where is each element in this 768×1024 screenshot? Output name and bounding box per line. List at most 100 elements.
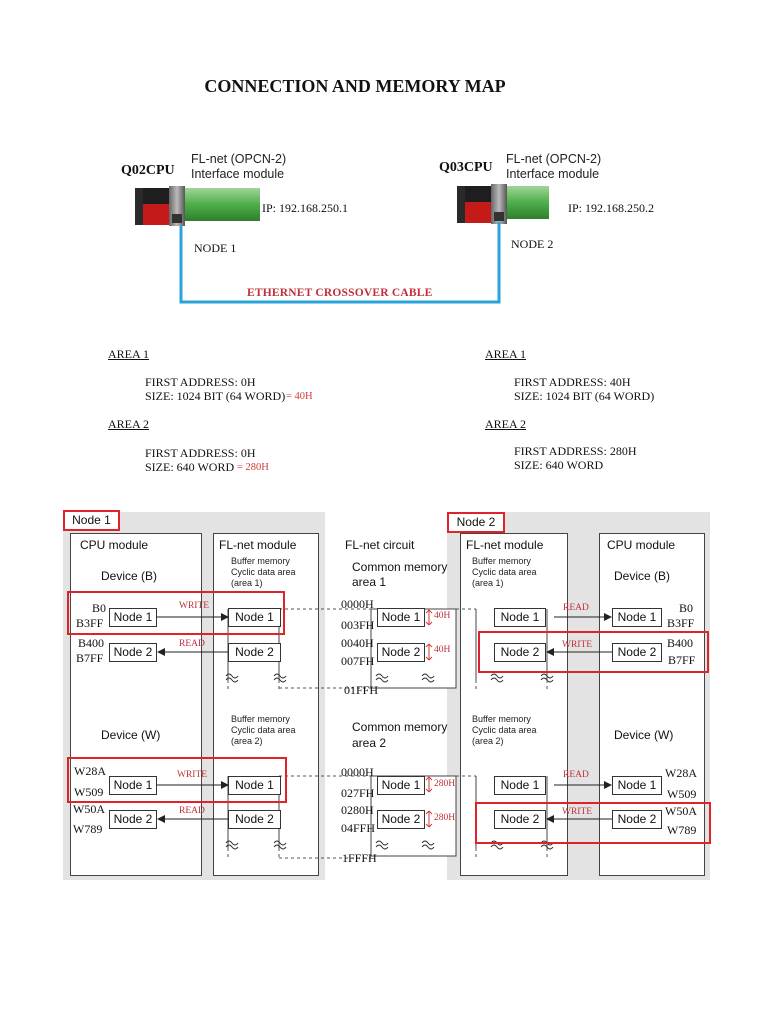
node1-area2-write: WRITE (177, 770, 208, 780)
node2-buffer-area1-node2: Node 2 (494, 643, 546, 662)
common-addr-007f: 007FH (341, 654, 375, 668)
node2-area1-read: READ (563, 603, 589, 613)
node1-buffer-area2-node2: Node 2 (228, 810, 281, 829)
left-cpu-name: Q02CPU (121, 163, 175, 178)
left-area2-note: = 280H (237, 462, 269, 473)
common-area1-size-node2: 40H (434, 645, 451, 655)
node1-cpu-area2-node1: Node 1 (109, 776, 157, 795)
node1-cpu-area2-node2: Node 2 (109, 810, 157, 829)
left-area1-size: SIZE: 1024 BIT (64 WORD) (145, 389, 286, 403)
common-area2-node1: Node 1 (377, 776, 425, 795)
node2-buffer-area1-label: Buffer memory Cyclic data area (area 1) (472, 556, 537, 589)
buffer-memory-text: Buffer memory (231, 714, 290, 724)
right-area2-size: SIZE: 640 WORD (514, 458, 604, 472)
node1-area2-read: READ (179, 806, 205, 816)
common-addr-0040: 0040H (341, 636, 374, 650)
node2-device-b: Device (B) (614, 569, 671, 583)
cyclic-data-area-text: Cyclic data area (231, 567, 296, 577)
addr-left-b7ff: B7FF (76, 651, 104, 665)
left-area1-title: AREA 1 (108, 347, 150, 361)
flnet-circuit-header: FL-net circuit (345, 538, 415, 552)
node2-tag: Node 2 (447, 512, 505, 533)
addr-right-w509: W509 (667, 787, 697, 801)
node1-buffer-area1-node2: Node 2 (228, 643, 281, 662)
node2-area1-write: WRITE (562, 640, 593, 650)
node2-area2-read: READ (563, 770, 589, 780)
common-addr-0000: 0000H (341, 597, 374, 611)
left-module-line2: Interface module (191, 167, 285, 181)
right-area1-size: SIZE: 1024 BIT (64 WORD) (514, 389, 655, 403)
right-area1-title: AREA 1 (485, 347, 527, 361)
left-module-line1: FL-net (OPCN-2) (191, 152, 287, 166)
node2-area2-write: WRITE (562, 807, 593, 817)
node2-area1-write-highlight (478, 631, 709, 673)
common-addr-01ff: 01FFH (344, 683, 379, 697)
node1-buffer-area1-label: Buffer memory Cyclic data area (area 1) (231, 556, 296, 589)
right-area1-first: FIRST ADDRESS: 40H (514, 375, 631, 389)
addr-right-w50a: W50A (665, 804, 697, 818)
common-addr-0000-area2: 0000H (341, 765, 374, 779)
addr-right-b400: B400 (667, 636, 694, 650)
cyclic-data-area-text: Cyclic data area (231, 725, 296, 735)
page-title: CONNECTION AND MEMORY MAP (204, 76, 506, 96)
area1-text: area 1 (352, 575, 387, 589)
area-paren-text: (area 1) (231, 578, 263, 588)
common-addr-1fff: 1FFFH (342, 851, 377, 865)
left-area2-size: SIZE: 640 WORD (145, 460, 235, 474)
right-module-line2: Interface module (506, 167, 600, 181)
common-memory-area1-label: Common memory area 1 (352, 560, 447, 590)
common-area2-node2: Node 2 (377, 810, 425, 829)
node1-cpu-area1-node1: Node 1 (109, 608, 157, 627)
area2-text: area 2 (352, 736, 387, 750)
addr-left-w28a: W28A (74, 764, 106, 778)
right-ip: IP: 192.168.250.2 (568, 201, 655, 215)
node1-area1-write-highlight (67, 591, 285, 635)
buffer-memory-text: Buffer memory (472, 556, 531, 566)
node2-flnet-header: FL-net module (466, 538, 544, 552)
node1-cpu-area1-node2: Node 2 (109, 643, 157, 662)
left-module-label: FL-net (OPCN-2) Interface module (191, 152, 286, 182)
buffer-memory-text: Buffer memory (231, 556, 290, 566)
addr-left-b400: B400 (78, 636, 105, 650)
node1-area1-write: WRITE (179, 601, 210, 611)
cyclic-data-area-text: Cyclic data area (472, 567, 537, 577)
addr-left-w50a: W50A (73, 802, 105, 816)
common-addr-0280: 0280H (341, 803, 374, 817)
left-plc-image (135, 186, 260, 226)
addr-right-b3ff: B3FF (667, 616, 695, 630)
node1-device-w: Device (W) (101, 728, 161, 742)
common-addr-04ff: 04FFH (341, 821, 376, 835)
node2-cpu-area2-node1: Node 1 (612, 776, 662, 795)
ethernet-cable (179, 222, 501, 304)
node1-buffer-area2-label: Buffer memory Cyclic data area (area 2) (231, 714, 296, 747)
node1-cpu-header: CPU module (80, 538, 149, 552)
left-node-label: NODE 1 (194, 241, 237, 255)
addr-right-w789: W789 (667, 823, 697, 837)
node2-buffer-area2-label: Buffer memory Cyclic data area (area 2) (472, 714, 537, 747)
node2-buffer-area1-node1: Node 1 (494, 608, 546, 627)
addr-left-b3ff: B3FF (76, 616, 104, 630)
common-area2-size-node1: 280H (434, 779, 456, 789)
cyclic-data-area-text: Cyclic data area (472, 725, 537, 735)
node1-buffer-area2-node1: Node 1 (228, 776, 281, 795)
node2-area2-write-highlight (475, 802, 711, 844)
common-area1-size-node1: 40H (434, 611, 451, 621)
node2-cpu-header: CPU module (607, 538, 676, 552)
buffer-memory-text: Buffer memory (472, 714, 531, 724)
addr-left-w509: W509 (74, 785, 104, 799)
addr-left-w789: W789 (73, 822, 103, 836)
common-memory-text: Common memory (352, 720, 448, 734)
node1-area1-read: READ (179, 639, 205, 649)
right-area2-title: AREA 2 (485, 417, 527, 431)
node2-cpu-area1-node1: Node 1 (612, 608, 662, 627)
node2-cpu-area1-node2: Node 2 (612, 643, 662, 662)
area-paren-text: (area 2) (472, 736, 504, 746)
left-area1-first: FIRST ADDRESS: 0H (145, 375, 256, 389)
common-memory-text: Common memory (352, 560, 448, 574)
common-area2-size-node2: 280H (434, 813, 456, 823)
common-area1-node2: Node 2 (377, 643, 425, 662)
area-paren-text: (area 2) (231, 736, 263, 746)
addr-right-b0: B0 (679, 601, 694, 615)
